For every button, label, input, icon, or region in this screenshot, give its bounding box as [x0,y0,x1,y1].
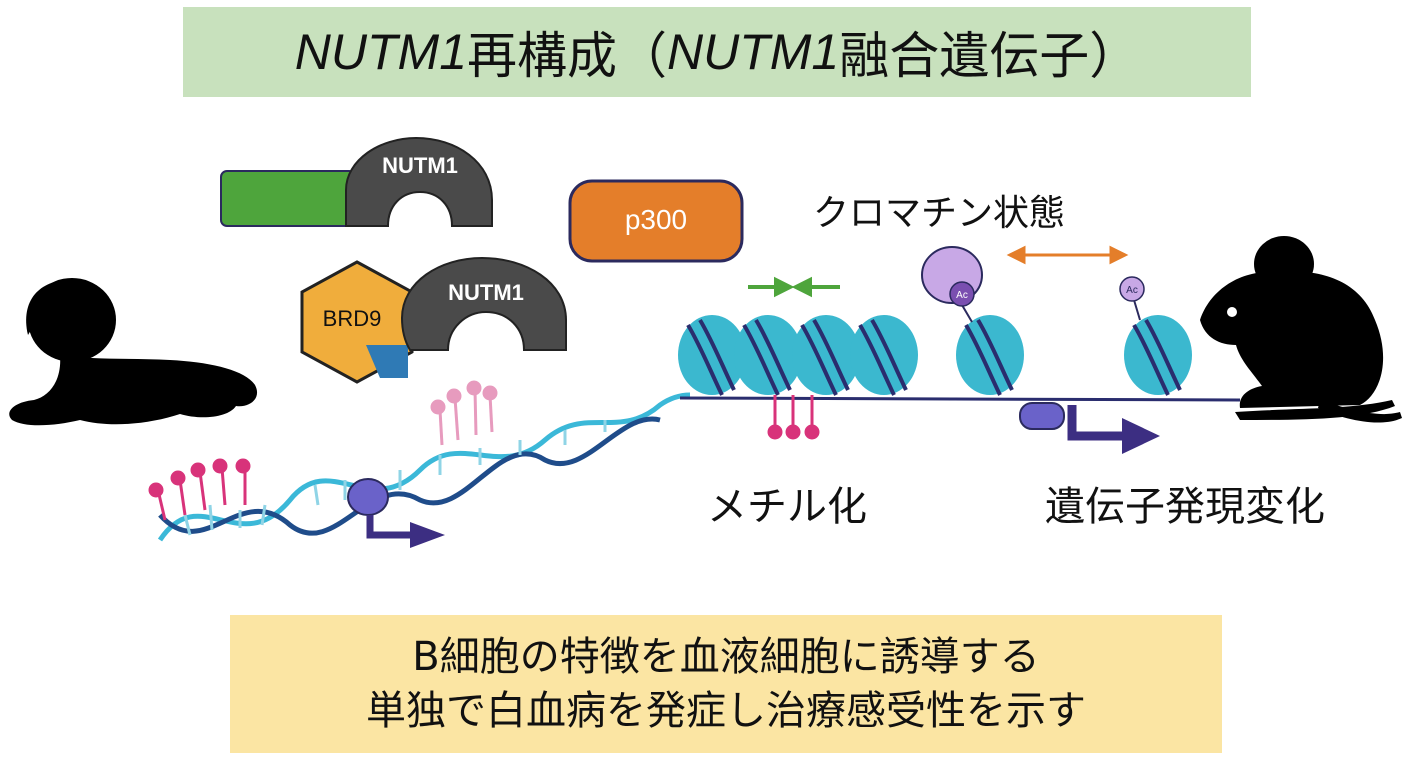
nucleosome-methyl-marks [767,395,820,440]
nutm1-top-label: NUTM1 [382,153,458,178]
nucleosomes-open [956,315,1192,396]
fusion-partner-bar [220,170,356,227]
dna-polymerase [347,478,389,516]
compaction-arrows [748,276,840,298]
acetyl-label-2: Ac [1126,285,1138,296]
p300-label: p300 [625,204,687,235]
acetyl-mark-1 [949,281,975,307]
title-gene-1: NUTM1 [294,24,467,80]
nutm1-top-shape [345,136,493,227]
title-text-1: 再構成（ [467,27,667,85]
chromatin-transcription-arrow [1067,405,1128,441]
methylation-label: メチル化 [707,484,867,530]
dna-arrowhead [410,522,445,548]
acetyl-stem-1 [961,304,973,323]
acetyl-label-1: Ac [956,290,968,301]
nutm1-mid-label: NUTM1 [448,280,524,305]
brd9-triangle [366,345,408,378]
dna-methyl-marks-light [430,380,498,446]
summary-line-2: 単独で白血病を発症し治療感受性を示す [366,688,1086,734]
acetyl-mark-2 [1119,276,1145,302]
dna-transcription-arrow [366,515,415,539]
nutm1-mid-shape [400,256,567,351]
brd9-label: BRD9 [323,306,382,331]
dna-helix [157,392,691,542]
p300-box [568,179,744,263]
acetyl-stem-2 [1133,299,1141,321]
gene-expression-label: 遺伝子発現変化 [1045,484,1325,530]
nucleosomes-closed [678,315,918,396]
chromatin-state-label: クロマチン状態 [813,193,1066,234]
title-text-2: 融合遺伝子） [839,27,1140,85]
dna-methyl-marks [148,458,251,521]
title-gene-2: NUTM1 [667,24,840,80]
chromatin-arrowhead [1122,418,1160,454]
baby-silhouette-icon [9,278,258,426]
summary-line-1: B細胞の特徴を血液細胞に誘導する [412,634,1040,680]
chromatin-polymerase [1019,402,1065,430]
chromatin-linker [679,396,1241,402]
mouse-silhouette-icon [1200,236,1402,423]
chromatin-open-arrow [1006,245,1129,265]
summary-banner: B細胞の特徴を血液細胞に誘導する 単独で白血病を発症し治療感受性を示す [230,615,1222,753]
